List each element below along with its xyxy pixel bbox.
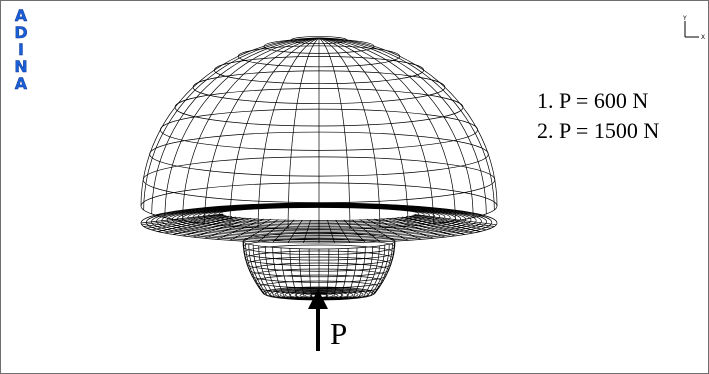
axis-triad-icon: Y X — [682, 15, 705, 41]
logo-letter: I — [18, 40, 24, 59]
axis-x-label: X — [701, 34, 705, 41]
force-label: P — [330, 316, 348, 351]
load-case-1: 1. P = 600 N — [537, 88, 649, 113]
load-arrow-icon — [308, 289, 328, 351]
logo-letter: N — [14, 57, 28, 76]
adina-logo: A D I N A — [11, 7, 31, 92]
axis-y-label: Y — [682, 15, 687, 22]
logo-letter: D — [14, 23, 28, 42]
finite-element-mesh — [140, 36, 498, 301]
logo-letter: A — [14, 74, 28, 93]
logo-letter: A — [14, 6, 28, 25]
load-case-2: 2. P = 1500 N — [537, 118, 660, 143]
load-case-list: 1. P = 600 N 2. P = 1500 N — [537, 86, 659, 146]
